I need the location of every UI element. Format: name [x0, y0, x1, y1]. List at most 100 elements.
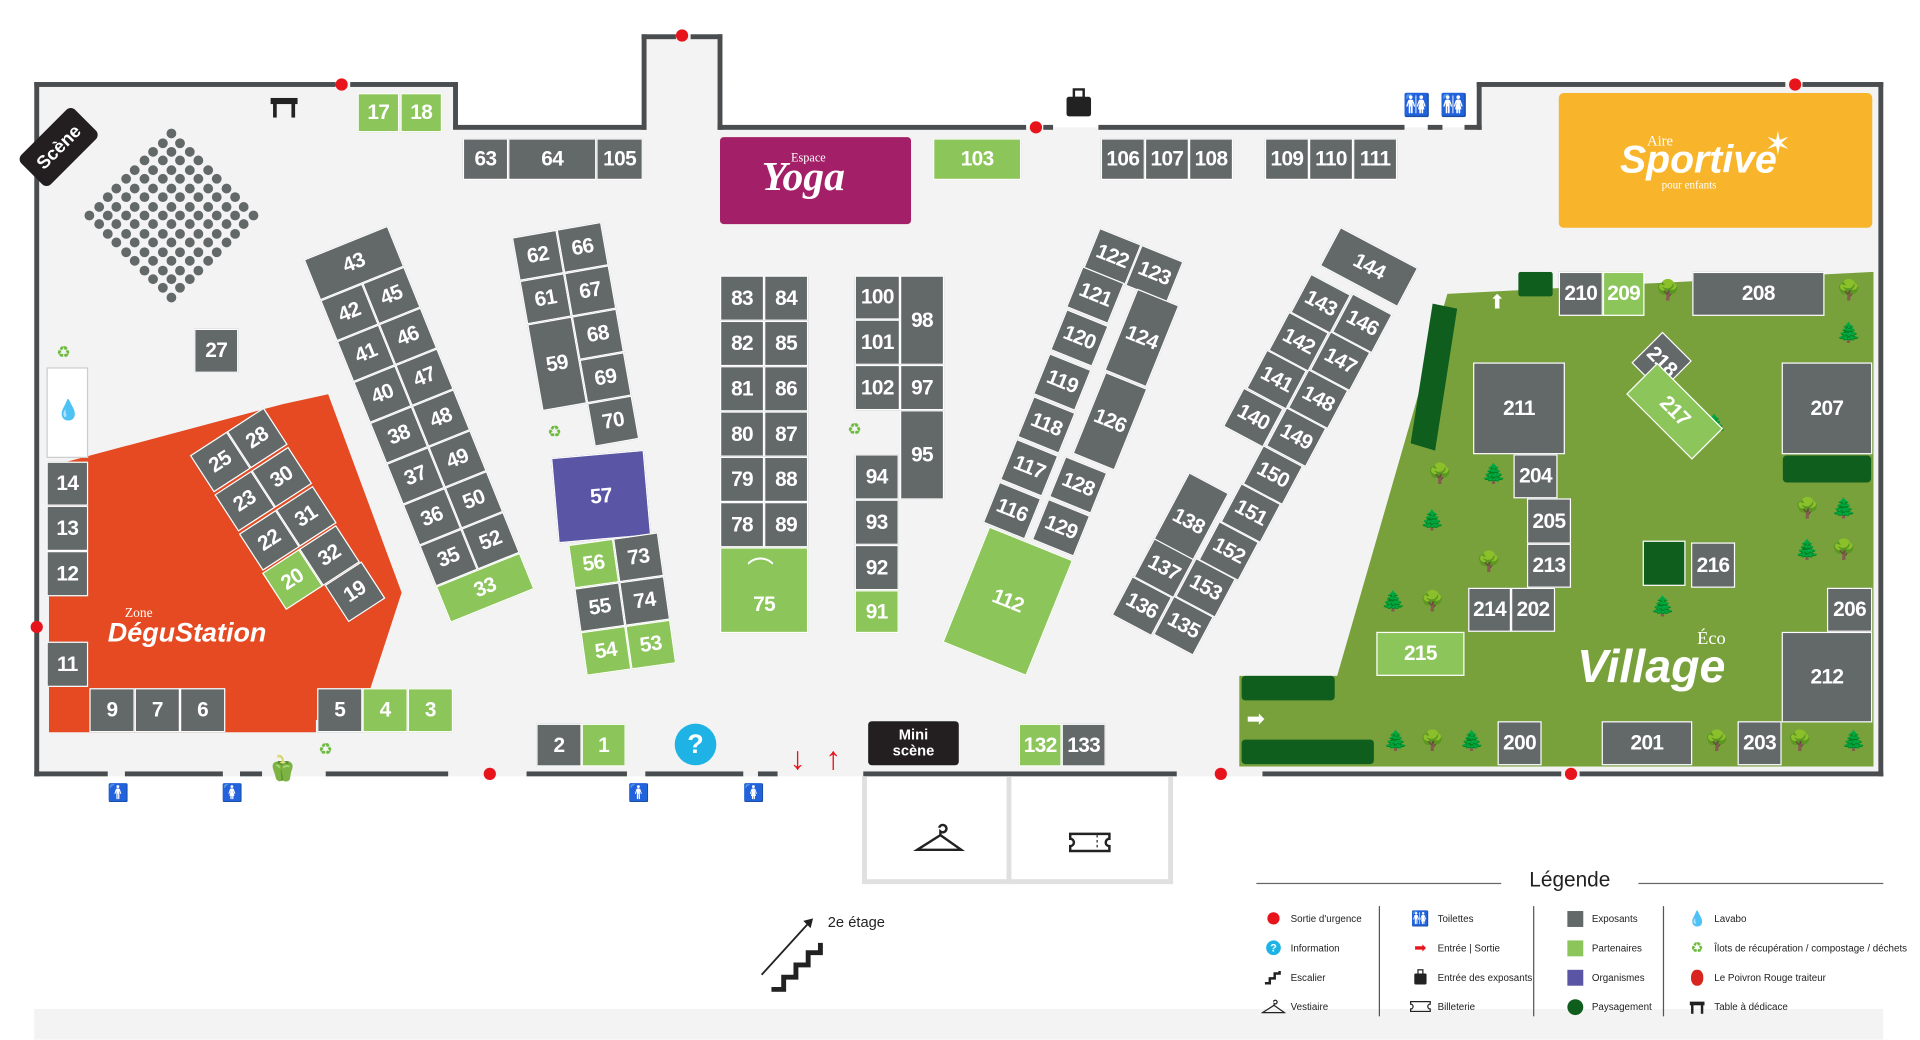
- booth-54[interactable]: 54: [580, 625, 632, 676]
- stairs-icon[interactable]: [759, 916, 845, 997]
- booth-13[interactable]: 13: [46, 505, 89, 552]
- booth-12[interactable]: 12: [46, 551, 89, 597]
- booth-78[interactable]: 78: [720, 502, 765, 548]
- booth-84[interactable]: 84: [764, 275, 809, 321]
- entrance-arrow-icon: ↑: [825, 739, 842, 777]
- booth-105[interactable]: 105: [596, 138, 643, 181]
- booth-95[interactable]: 95: [900, 410, 945, 500]
- toilets-icon: 🚻: [1440, 93, 1468, 118]
- booth-205[interactable]: 205: [1526, 498, 1572, 544]
- emergency-exit-icon: [335, 78, 348, 91]
- booth-5[interactable]: 5: [317, 688, 363, 733]
- audience-seat: [175, 210, 186, 221]
- booth-73[interactable]: 73: [613, 532, 665, 583]
- booth-9[interactable]: 9: [89, 688, 135, 733]
- booth-56[interactable]: 56: [568, 538, 620, 589]
- booth-103[interactable]: 103: [933, 138, 1022, 181]
- tree-icon: 🌳: [1476, 552, 1502, 574]
- booth-210[interactable]: 210: [1558, 271, 1603, 316]
- booth-133[interactable]: 133: [1061, 723, 1106, 767]
- booth-87[interactable]: 87: [764, 411, 809, 457]
- audience-seat: [139, 174, 150, 185]
- booth-107[interactable]: 107: [1144, 138, 1189, 181]
- booth-68[interactable]: 68: [571, 308, 625, 360]
- booth-102[interactable]: 102: [854, 364, 901, 411]
- booth-88[interactable]: 88: [764, 456, 809, 503]
- booth-207[interactable]: 207: [1781, 362, 1873, 455]
- booth-7[interactable]: 7: [134, 688, 181, 733]
- booth-61[interactable]: 61: [519, 273, 572, 325]
- booth-203[interactable]: 203: [1737, 721, 1782, 766]
- audience-seat: [166, 146, 177, 157]
- booth-64[interactable]: 64: [508, 138, 597, 181]
- booth-132[interactable]: 132: [1018, 723, 1062, 767]
- booth-3[interactable]: 3: [407, 688, 454, 733]
- booth-85[interactable]: 85: [764, 320, 809, 367]
- booth-215[interactable]: 215: [1376, 631, 1465, 676]
- booth-89[interactable]: 89: [764, 502, 809, 548]
- audience-seat: [111, 201, 122, 212]
- booth-111[interactable]: 111: [1353, 138, 1398, 181]
- booth-66[interactable]: 66: [556, 221, 609, 274]
- legend-label: Sortie d'urgence: [1290, 912, 1362, 924]
- booth-216[interactable]: 216: [1691, 542, 1736, 588]
- booth-92[interactable]: 92: [854, 544, 899, 591]
- booth-211[interactable]: 211: [1473, 362, 1565, 455]
- booth-106[interactable]: 106: [1100, 138, 1145, 181]
- booth-209[interactable]: 209: [1602, 271, 1645, 316]
- audience-seat: [202, 183, 213, 194]
- booth-53[interactable]: 53: [625, 619, 677, 670]
- audience-seat: [230, 192, 240, 203]
- booth-63[interactable]: 63: [462, 138, 509, 181]
- booth-97[interactable]: 97: [900, 364, 945, 411]
- booth-75[interactable]: 75: [720, 547, 809, 634]
- booth-27[interactable]: 27: [194, 328, 239, 373]
- booth-206[interactable]: 206: [1826, 587, 1873, 632]
- booth-93[interactable]: 93: [854, 499, 899, 545]
- booth-11[interactable]: 11: [46, 641, 89, 687]
- booth-14[interactable]: 14: [46, 461, 89, 506]
- information-icon[interactable]: ?: [674, 723, 717, 766]
- booth-208[interactable]: 208: [1692, 271, 1825, 316]
- booth-79[interactable]: 79: [720, 456, 765, 503]
- booth-86[interactable]: 86: [764, 366, 809, 412]
- booth-204[interactable]: 204: [1513, 454, 1558, 499]
- booth-100[interactable]: 100: [854, 275, 901, 320]
- booth-201[interactable]: 201: [1601, 721, 1693, 766]
- booth-57[interactable]: 57: [551, 449, 652, 544]
- wall: [641, 34, 647, 130]
- booth-109[interactable]: 109: [1264, 138, 1309, 181]
- booth-1[interactable]: 1: [581, 723, 626, 767]
- booth-98[interactable]: 98: [900, 275, 945, 365]
- booth-4[interactable]: 4: [362, 688, 408, 733]
- audience-seat: [111, 237, 122, 248]
- booth-62[interactable]: 62: [511, 229, 565, 281]
- booth-213[interactable]: 213: [1526, 543, 1572, 588]
- booth-110[interactable]: 110: [1308, 138, 1354, 181]
- booth-70[interactable]: 70: [587, 395, 640, 447]
- booth-200[interactable]: 200: [1497, 721, 1542, 766]
- booth-6[interactable]: 6: [180, 688, 226, 733]
- booth-214[interactable]: 214: [1468, 587, 1512, 632]
- booth-101[interactable]: 101: [854, 319, 901, 365]
- wall: [325, 771, 449, 777]
- audience-seat: [102, 192, 113, 203]
- booth-69[interactable]: 69: [579, 352, 632, 404]
- booth-18[interactable]: 18: [400, 93, 443, 133]
- booth-2[interactable]: 2: [536, 723, 582, 767]
- booth-17[interactable]: 17: [357, 93, 400, 133]
- booth-80[interactable]: 80: [720, 411, 765, 457]
- booth-94[interactable]: 94: [854, 454, 899, 500]
- booth-83[interactable]: 83: [720, 275, 765, 321]
- booth-82[interactable]: 82: [720, 320, 765, 367]
- booth-91[interactable]: 91: [854, 590, 899, 634]
- booth-202[interactable]: 202: [1511, 587, 1556, 632]
- booth-55[interactable]: 55: [574, 582, 626, 633]
- audience-seat: [166, 219, 177, 230]
- booth-74[interactable]: 74: [619, 575, 671, 626]
- booth-108[interactable]: 108: [1188, 138, 1234, 181]
- booth-212[interactable]: 212: [1781, 631, 1873, 723]
- wall: [34, 82, 336, 87]
- booth-67[interactable]: 67: [564, 265, 617, 317]
- booth-81[interactable]: 81: [720, 366, 765, 412]
